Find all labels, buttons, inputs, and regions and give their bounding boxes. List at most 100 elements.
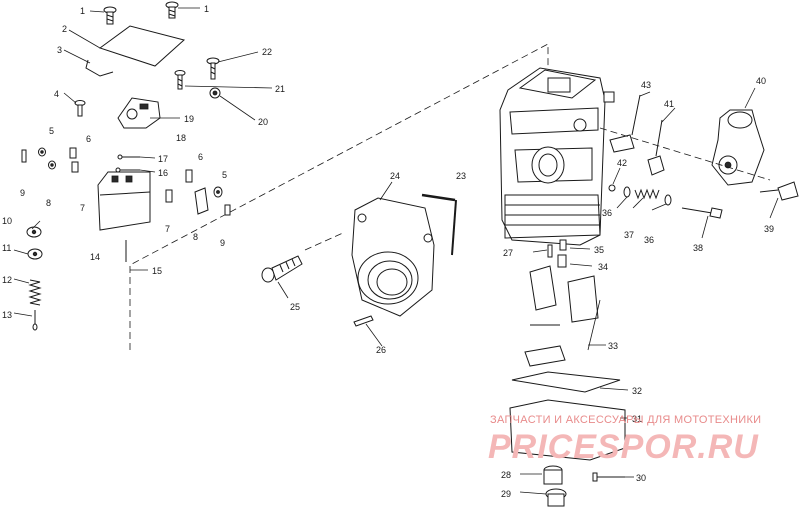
callout-22: 22 <box>262 47 272 57</box>
part-35-jet <box>559 239 567 251</box>
part-4-screw <box>74 100 86 117</box>
callout-19: 19 <box>184 114 194 124</box>
callout-36-right: 36 <box>644 235 654 245</box>
part-17-pin <box>117 154 140 160</box>
callout-27: 27 <box>503 248 513 258</box>
part-14-float-chamber <box>97 171 151 231</box>
part-10-washer <box>26 226 42 238</box>
part-33-float-arm <box>524 345 566 367</box>
callout-20: 20 <box>258 117 268 127</box>
part-38-screw <box>681 207 723 219</box>
callout-14: 14 <box>90 252 100 262</box>
callout-24: 24 <box>390 171 400 181</box>
callout-15: 15 <box>152 266 162 276</box>
throttle-assembly-line <box>599 127 771 181</box>
part-32-gasket <box>511 371 621 393</box>
part-36-washer-right <box>664 194 672 206</box>
part-25-assembly-line <box>304 231 346 251</box>
callout-17: 17 <box>158 154 168 164</box>
callout-5-left: 5 <box>49 126 54 136</box>
part-6-clip-left <box>69 147 77 159</box>
part-28-drain-plug <box>543 465 563 485</box>
part-8-nut-left <box>48 160 56 170</box>
carburetor-body <box>499 67 615 246</box>
part-16-pin <box>115 167 140 173</box>
callout-8-right: 8 <box>193 232 198 242</box>
part-5-nut-right <box>213 186 223 198</box>
part-33-float-left <box>529 265 557 311</box>
part-24-intake-adapter <box>351 197 435 317</box>
callout-29: 29 <box>501 489 511 499</box>
callout-28: 28 <box>501 470 511 480</box>
callout-11: 11 <box>2 243 11 253</box>
part-19-bracket <box>117 97 161 129</box>
part-13-needle <box>32 310 38 331</box>
callout-6-right: 6 <box>198 152 203 162</box>
part-8-plate <box>194 187 209 215</box>
part-33-float-right <box>567 275 599 323</box>
part-26-pin <box>353 315 374 327</box>
callout-3: 3 <box>57 45 62 55</box>
part-43-fitting <box>609 94 641 153</box>
callout-43: 43 <box>641 80 651 90</box>
part-2-cover-plate <box>98 25 186 67</box>
part-7-clip-left <box>71 161 79 173</box>
callout-10: 10 <box>2 216 12 226</box>
callout-18: 18 <box>176 133 186 143</box>
callout-34: 34 <box>598 262 608 272</box>
callout-40: 40 <box>756 76 766 86</box>
part-23-seal-strip <box>421 193 456 202</box>
callout-7-right: 7 <box>165 224 170 234</box>
callout-1-right: 1 <box>204 4 209 14</box>
part-20-washer <box>209 87 221 99</box>
callout-8-left: 8 <box>46 198 51 208</box>
callout-42: 42 <box>617 158 627 168</box>
part-6-clip-right <box>185 169 193 183</box>
part-31-float-bowl <box>509 399 626 461</box>
part-39-screw <box>759 181 799 201</box>
callout-30: 30 <box>636 473 646 483</box>
part-12-spring <box>28 279 42 306</box>
leader-lines <box>13 7 779 495</box>
callout-7-left: 7 <box>80 203 85 213</box>
callout-6-left: 6 <box>86 134 91 144</box>
callout-1-left: 1 <box>80 6 85 16</box>
callout-33: 33 <box>608 341 618 351</box>
part-42-small-part <box>608 184 616 192</box>
callout-labels: 1 1 2 3 4 22 21 20 19 18 5 6 6 17 16 5 9… <box>2 4 774 499</box>
part-7-clip-right <box>165 189 173 203</box>
part-25-screw <box>261 255 303 283</box>
callout-35: 35 <box>594 245 604 255</box>
callout-9-left: 9 <box>20 188 25 198</box>
callout-2: 2 <box>62 24 67 34</box>
callout-37: 37 <box>624 230 634 240</box>
part-9-pin-right <box>224 204 231 216</box>
part-34-needle-jet <box>557 254 567 268</box>
callout-31: 31 <box>632 414 642 424</box>
callout-21: 21 <box>275 84 285 94</box>
part-29-screw <box>545 488 567 507</box>
callout-32: 32 <box>632 386 642 396</box>
part-1-screw-left <box>103 6 117 25</box>
callout-26: 26 <box>376 345 386 355</box>
part-41-cap <box>647 119 665 176</box>
assembly-dashed-line <box>129 43 549 350</box>
callout-38: 38 <box>693 243 703 253</box>
part-11-nut <box>27 248 43 260</box>
part-40-throttle-cover <box>711 109 765 186</box>
callout-12: 12 <box>2 275 12 285</box>
callout-36-left: 36 <box>602 208 612 218</box>
part-22-screw <box>206 57 220 80</box>
callout-23: 23 <box>456 171 466 181</box>
part-36-washer-left <box>623 186 631 198</box>
part-3-gasket <box>85 59 114 77</box>
part-23-seal-edge <box>451 199 457 256</box>
part-27-jet <box>547 244 553 258</box>
callout-4: 4 <box>54 89 59 99</box>
part-37-spring <box>634 188 660 200</box>
part-9-pin-left <box>21 149 27 163</box>
part-1-screw-right <box>165 1 179 19</box>
callout-9-right: 9 <box>220 238 225 248</box>
callout-16: 16 <box>158 168 168 178</box>
